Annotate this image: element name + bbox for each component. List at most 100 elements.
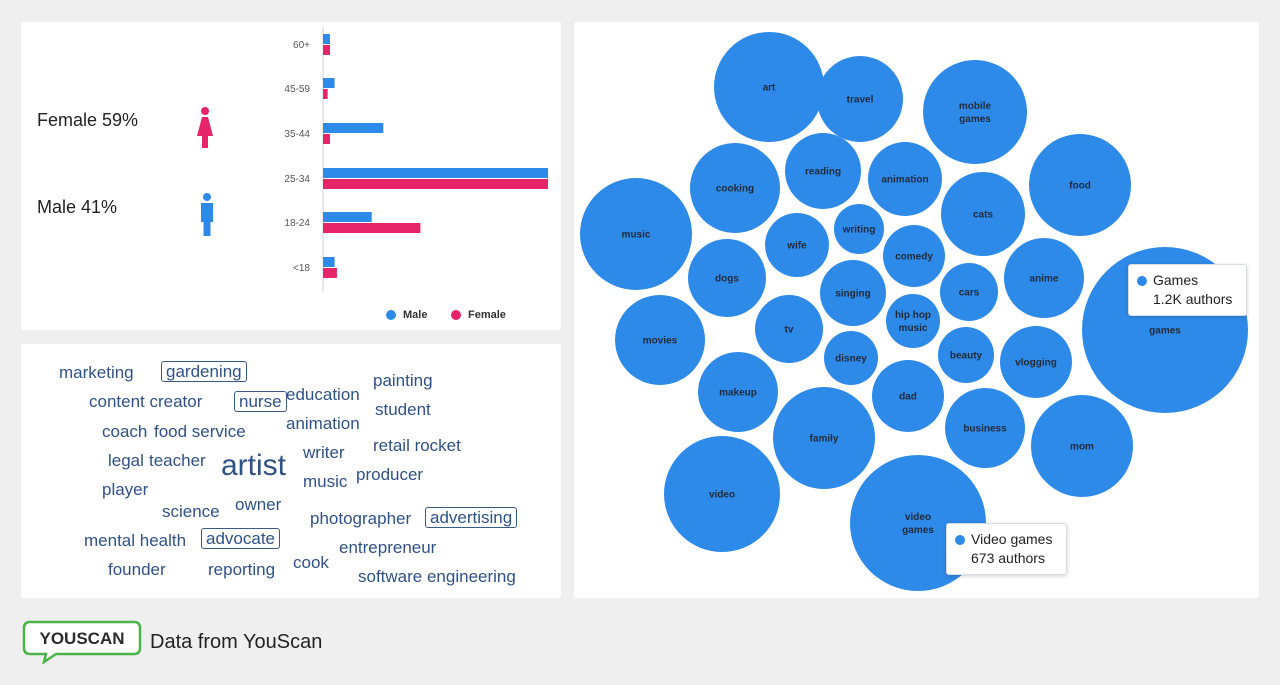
bubble-cooking[interactable] xyxy=(690,143,780,233)
bar-male-25-34[interactable] xyxy=(323,168,548,178)
bubble-comedy[interactable] xyxy=(883,225,945,287)
bar-female-60+[interactable] xyxy=(323,45,330,55)
word-cloud-item[interactable]: student xyxy=(375,400,431,419)
bubble-music[interactable] xyxy=(580,178,692,290)
bubble-label: tv xyxy=(785,325,794,336)
bubble-label: vlogging xyxy=(1015,358,1057,369)
legend-female-label: Female xyxy=(468,309,506,321)
bar-female-<18[interactable] xyxy=(323,268,337,278)
word-cloud-item[interactable]: nurse xyxy=(234,391,287,412)
bubble-business[interactable] xyxy=(945,388,1025,468)
age-tick-label: 45-59 xyxy=(284,84,310,95)
bubble-disney[interactable] xyxy=(824,331,878,385)
bubble-reading[interactable] xyxy=(785,133,861,209)
bubble-beauty[interactable] xyxy=(938,327,994,383)
bubble-mom[interactable] xyxy=(1031,395,1133,497)
bubble-label: cooking xyxy=(716,184,754,195)
legend-male-marker xyxy=(386,310,396,320)
bubble-vlogging[interactable] xyxy=(1000,326,1072,398)
tooltip-marker xyxy=(1137,276,1147,286)
bubble-label: travel xyxy=(847,95,874,106)
bubble-dogs[interactable] xyxy=(688,239,766,317)
bubble-anime[interactable] xyxy=(1004,238,1084,318)
bubble-travel[interactable] xyxy=(817,56,903,142)
bar-male-60+[interactable] xyxy=(323,34,330,44)
tooltip-value: 673 authors xyxy=(971,550,1045,566)
tooltip-value: 1.2K authors xyxy=(1153,291,1233,307)
bubble-singing[interactable] xyxy=(820,260,886,326)
word-cloud-item[interactable]: science xyxy=(162,502,220,521)
word-cloud-item[interactable]: software engineering xyxy=(358,567,516,586)
word-cloud-item[interactable]: coach xyxy=(102,422,148,441)
speech-bubble-logo[interactable]: YOUSCAN xyxy=(22,620,142,664)
bubble-animation[interactable] xyxy=(868,142,942,216)
word-cloud-item[interactable]: marketing xyxy=(59,363,134,382)
bubble-dad[interactable] xyxy=(872,360,944,432)
bubble-label: food xyxy=(1069,181,1091,192)
word-cloud-item[interactable]: reporting xyxy=(208,560,276,579)
word-cloud-item[interactable]: mental health xyxy=(84,531,187,550)
tooltip-video-games: Video games 673 authors xyxy=(946,523,1068,575)
tooltip-title: Games xyxy=(1153,272,1199,288)
bubble-art[interactable] xyxy=(714,32,824,142)
bubble-food[interactable] xyxy=(1029,134,1131,236)
word-cloud-item[interactable]: advertising xyxy=(425,507,518,528)
tooltip-marker xyxy=(955,535,965,545)
logo-text: YOUSCAN xyxy=(39,629,124,648)
bubble-hip-hop-music[interactable] xyxy=(886,294,940,348)
male-person-icon xyxy=(201,193,213,236)
word-cloud-item[interactable]: education xyxy=(286,385,360,404)
word-cloud-item[interactable]: founder xyxy=(108,560,166,579)
bubble-cats[interactable] xyxy=(941,172,1025,256)
footer-text: Data from YouScan xyxy=(150,630,323,653)
bar-male-<18[interactable] xyxy=(323,257,335,267)
word-cloud-item[interactable]: teacher xyxy=(149,451,206,470)
bar-female-35-44[interactable] xyxy=(323,134,330,144)
word-cloud-item[interactable]: player xyxy=(102,480,149,499)
word-cloud-item[interactable]: cook xyxy=(293,553,329,572)
bubble-cars[interactable] xyxy=(940,263,998,321)
word-cloud-item[interactable]: food service xyxy=(154,422,246,441)
female-person-icon xyxy=(197,107,213,148)
bar-female-25-34[interactable] xyxy=(323,179,548,189)
bubble-wife[interactable] xyxy=(765,213,829,277)
word-cloud-item[interactable]: content creator xyxy=(89,392,203,411)
tooltip-games: Games 1.2K authors xyxy=(1128,264,1248,316)
bubble-label: beauty xyxy=(950,351,983,362)
word-cloud-item[interactable]: artist xyxy=(221,449,287,482)
bubble-writing[interactable] xyxy=(834,204,884,254)
word-cloud-item[interactable]: writer xyxy=(303,443,345,462)
bubble-tv[interactable] xyxy=(755,295,823,363)
bubble-family[interactable] xyxy=(773,387,875,489)
bar-female-45-59[interactable] xyxy=(323,89,328,99)
bar-male-35-44[interactable] xyxy=(323,123,384,133)
bubble-movies[interactable] xyxy=(615,295,705,385)
bubble-label: hip hop xyxy=(895,310,931,321)
bar-male-45-59[interactable] xyxy=(323,78,335,88)
word-cloud-item[interactable]: entrepreneur xyxy=(339,538,437,557)
word-cloud-item[interactable]: gardening xyxy=(161,361,247,382)
word-cloud-item[interactable]: legal xyxy=(108,451,144,470)
word-cloud-item[interactable]: producer xyxy=(356,465,424,484)
word-cloud-item[interactable]: owner xyxy=(235,495,282,514)
word-cloud-item[interactable]: painting xyxy=(373,371,433,390)
age-tick-label: 35-44 xyxy=(284,129,310,140)
bar-female-18-24[interactable] xyxy=(323,223,421,233)
bubble-label: mom xyxy=(1070,442,1094,453)
word-cloud-panel: marketing gardening painting content cre… xyxy=(21,344,561,598)
bubble-label: dogs xyxy=(715,274,739,285)
word-cloud-item[interactable]: advocate xyxy=(201,528,280,549)
word-cloud-item[interactable]: music xyxy=(303,472,348,491)
bubble-video[interactable] xyxy=(664,436,780,552)
bubble-makeup[interactable] xyxy=(698,352,778,432)
word-cloud-item[interactable]: animation xyxy=(286,414,360,433)
word-cloud-item[interactable]: photographer xyxy=(310,509,412,528)
footer: YOUSCAN Data from YouScan xyxy=(22,620,322,664)
word-cloud-item[interactable]: retail rocket xyxy=(373,436,461,455)
bubble-mobile-games[interactable] xyxy=(923,60,1027,164)
bar-male-18-24[interactable] xyxy=(323,212,372,222)
bubble-label: reading xyxy=(805,167,841,178)
